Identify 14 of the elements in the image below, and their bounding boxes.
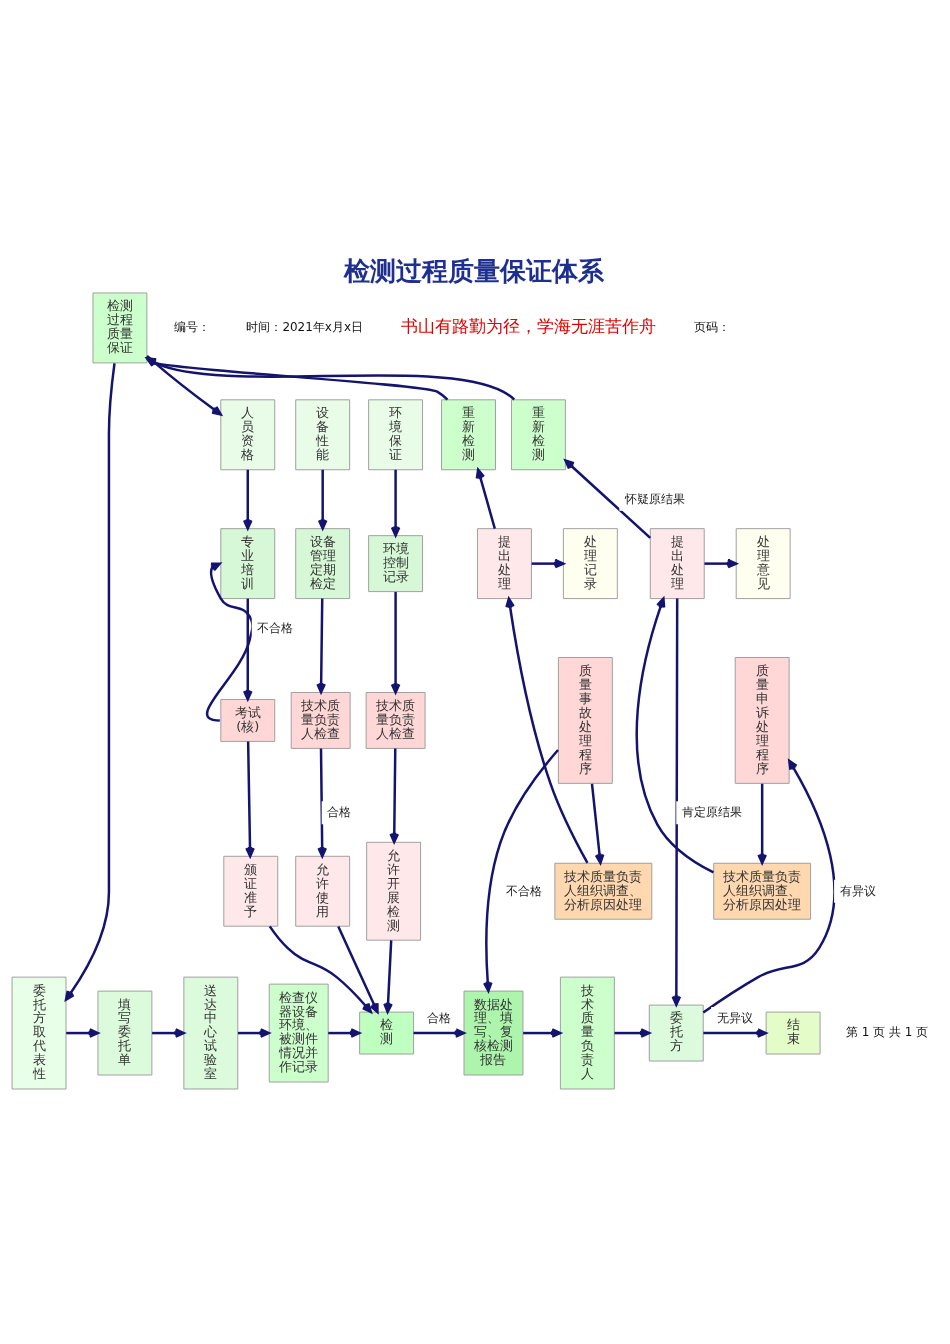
- edge-label: 肯定原结果: [681, 804, 742, 819]
- edge-label: 怀疑原结果: [624, 491, 685, 506]
- diagram-title: 检测过程质量保证体系: [343, 255, 604, 286]
- label: 书山有路勤为径，学海无涯苦作舟: [400, 315, 656, 336]
- edge-label: 合格: [327, 804, 352, 819]
- edge-label: 有异议: [839, 883, 876, 898]
- label: 编号：: [173, 319, 210, 334]
- edge-label: 合格: [426, 1010, 451, 1025]
- label: 第 1 页 共 1 页: [845, 1024, 929, 1039]
- edge-label: 不合格: [257, 620, 294, 635]
- edge-label: 无异议: [716, 1010, 753, 1025]
- label: 时间：2021年x月x日: [246, 319, 364, 334]
- label: 页码：: [694, 319, 731, 334]
- edge-label: 不合格: [505, 883, 542, 898]
